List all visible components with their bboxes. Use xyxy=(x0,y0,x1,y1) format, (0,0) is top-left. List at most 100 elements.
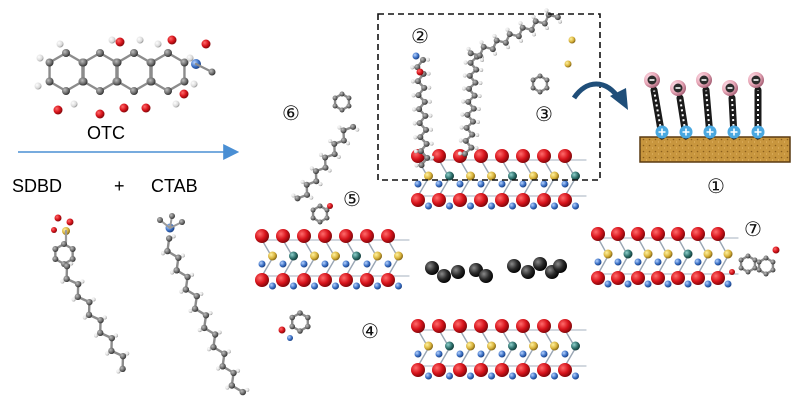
metal-atom xyxy=(424,341,433,351)
bond xyxy=(387,257,400,277)
plus-sign: + xyxy=(114,176,125,196)
bond xyxy=(501,347,514,367)
marker-5: ⑤ xyxy=(343,187,361,211)
hydrogen-atom xyxy=(430,155,435,160)
carbon-atom xyxy=(544,85,550,91)
hydrogen-atom xyxy=(236,368,241,373)
oxygen-atom xyxy=(339,273,353,287)
carbon-atom xyxy=(463,124,470,131)
oxygen-atom xyxy=(54,214,62,222)
nitrogen-atom xyxy=(540,350,548,358)
oxygen-atom xyxy=(167,35,177,45)
hydrogen-atom xyxy=(477,93,482,98)
hydrogen-atom xyxy=(309,166,314,171)
adsorbed-surfactant-chains xyxy=(278,8,780,341)
carbon-atom xyxy=(414,64,421,71)
sulfur-atom xyxy=(564,60,572,68)
carbon-atom xyxy=(289,323,296,330)
oxygen-atom xyxy=(474,319,488,333)
nitrogen-atom xyxy=(561,350,569,358)
hydrogen-atom xyxy=(190,80,198,88)
oxygen-atom xyxy=(276,229,290,243)
metal-atom xyxy=(508,171,517,181)
hydrogen-atom xyxy=(336,154,341,159)
carbon-atom xyxy=(180,77,189,86)
oxygen-atom xyxy=(432,149,446,163)
nitrogen-atom xyxy=(374,282,381,290)
nitrogen-atom xyxy=(488,372,495,380)
oxygen-atom xyxy=(381,273,395,287)
marker-1: ① xyxy=(707,174,725,198)
nitrogen-atom xyxy=(258,260,266,268)
hydrogen-atom xyxy=(318,182,323,187)
oxygen-atom xyxy=(53,105,63,115)
nitrogen-atom xyxy=(694,258,702,266)
hydrogen-atom xyxy=(505,27,510,32)
nitrogen-atom xyxy=(724,280,732,288)
carbon-atom xyxy=(79,58,88,67)
oxygen-atom xyxy=(558,149,572,163)
carbon-atom xyxy=(415,92,422,99)
oxygen-atom xyxy=(411,193,425,207)
hydrogen-atom xyxy=(160,251,165,256)
hydrogen-atom xyxy=(410,79,415,84)
hydrogen-atom xyxy=(318,152,323,157)
hydrogen-atom xyxy=(428,127,433,132)
metal-atom xyxy=(529,171,538,181)
highlight-box xyxy=(377,13,601,181)
hydrogen-atom xyxy=(459,125,464,130)
nitrogen-atom xyxy=(519,350,527,358)
metal-atom xyxy=(703,249,713,259)
hydrogen-atom xyxy=(413,149,418,154)
carbon-atom xyxy=(208,68,216,76)
nitrogen-atom xyxy=(614,258,622,266)
carbon-atom xyxy=(464,111,471,118)
carbon-atom xyxy=(528,26,535,33)
carbon-atom xyxy=(738,265,744,271)
carbon-atom xyxy=(45,58,54,67)
nitrogen-atom xyxy=(435,350,443,358)
carbon-atom xyxy=(164,87,172,95)
carbon-atom xyxy=(219,363,226,370)
carbon-atom xyxy=(108,347,115,355)
carbon-atom xyxy=(519,24,526,31)
oxygen-atom xyxy=(495,319,509,333)
carbon-atom xyxy=(332,103,338,109)
nitrogen-atom xyxy=(594,258,602,266)
hydrogen-atom xyxy=(71,297,76,302)
hydrogen-atom xyxy=(171,234,176,239)
hydrogen-atom xyxy=(56,40,64,48)
ldh-layer-structure xyxy=(255,149,739,380)
oxygen-atom xyxy=(339,229,353,243)
nitrogen-atom xyxy=(456,350,464,358)
oxygen-atom xyxy=(360,273,374,287)
carbon-atom xyxy=(473,66,480,73)
hydrogen-atom xyxy=(170,270,175,275)
carbon-atom xyxy=(63,262,71,270)
metal-atom xyxy=(394,251,403,261)
nitrogen-atom xyxy=(572,202,579,210)
metal-atom xyxy=(603,249,613,259)
hydrogen-atom xyxy=(190,272,195,277)
bond xyxy=(480,177,493,197)
metal-atom xyxy=(268,251,277,261)
carbon-atom xyxy=(541,20,548,27)
oxygen-atom xyxy=(671,227,685,241)
carbon-atom xyxy=(770,259,776,265)
hydrogen-atom xyxy=(493,51,498,56)
hydrogen-atom xyxy=(216,366,221,371)
oxygen-atom xyxy=(631,227,645,241)
bond xyxy=(324,257,337,277)
metal-atom xyxy=(683,249,693,259)
hydrogen-atom xyxy=(309,195,314,200)
nitrogen-atom xyxy=(300,260,308,268)
nitrogen-atom xyxy=(551,202,558,210)
carbon-atom xyxy=(210,343,217,351)
nitrogen-atom xyxy=(287,335,293,341)
sdbd-molecule xyxy=(51,214,130,374)
hydrogen-atom xyxy=(425,57,430,62)
nitrogen-atom xyxy=(624,280,632,288)
bond xyxy=(282,257,295,277)
hydrogen-atom xyxy=(463,60,468,65)
